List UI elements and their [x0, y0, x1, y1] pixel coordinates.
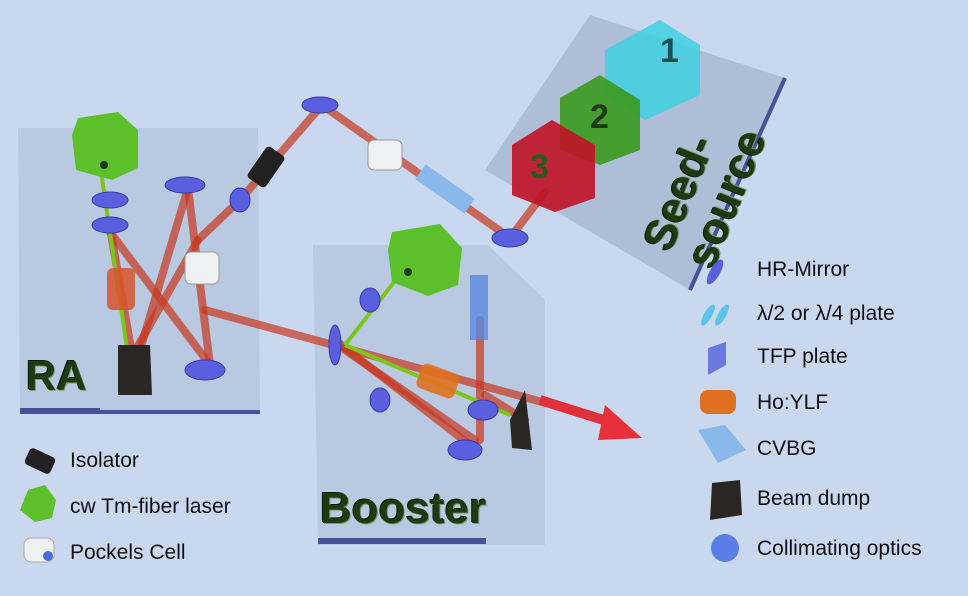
- ho-ylf-ra: [107, 268, 135, 310]
- ho-ylf-booster: [416, 363, 460, 399]
- ra-section-label: RA: [26, 352, 87, 399]
- legend-label-isolator: Isolator: [70, 449, 139, 472]
- pockels-cell-seed: [367, 139, 403, 171]
- legend-label-tm-fiber-laser: cw Tm-fiber laser: [70, 495, 231, 518]
- mirrors: [91, 96, 529, 461]
- seed-source-plate: [485, 15, 787, 291]
- legend-label-waveplate: λ/2 or λ/4 plate: [757, 302, 895, 325]
- cvbg-booster: [470, 275, 488, 340]
- tm-fiber-laser-booster: [388, 224, 462, 296]
- tm-fiber-laser-ra: [72, 112, 138, 180]
- output-arrow: [538, 395, 642, 440]
- legend-label-cvbg: CVBG: [757, 437, 817, 460]
- booster-section-label: Booster: [320, 484, 487, 533]
- pockels-cell-ra: [184, 251, 220, 285]
- seed-cube-3: 3: [512, 120, 595, 212]
- isolator: [247, 146, 285, 188]
- cvbg-seed: [415, 164, 475, 214]
- cube-1-label: 1: [660, 32, 679, 70]
- legend-label-tfp-plate: TFP plate: [757, 345, 848, 368]
- cube-3-label: 3: [530, 148, 549, 186]
- legend-label-ho-ylf: Ho:YLF: [757, 391, 829, 414]
- cube-2-label: 2: [590, 98, 609, 136]
- beam-dump-ra: [118, 345, 152, 395]
- beam-dump-booster: [510, 390, 532, 450]
- legend-label-beam-dump: Beam dump: [757, 487, 871, 510]
- legend-label-hr-mirror: HR-Mirror: [757, 258, 850, 281]
- legend-label-collimating-optics: Collimating optics: [757, 537, 922, 560]
- legend-label-pockels-cell: Pockels Cell: [70, 541, 186, 564]
